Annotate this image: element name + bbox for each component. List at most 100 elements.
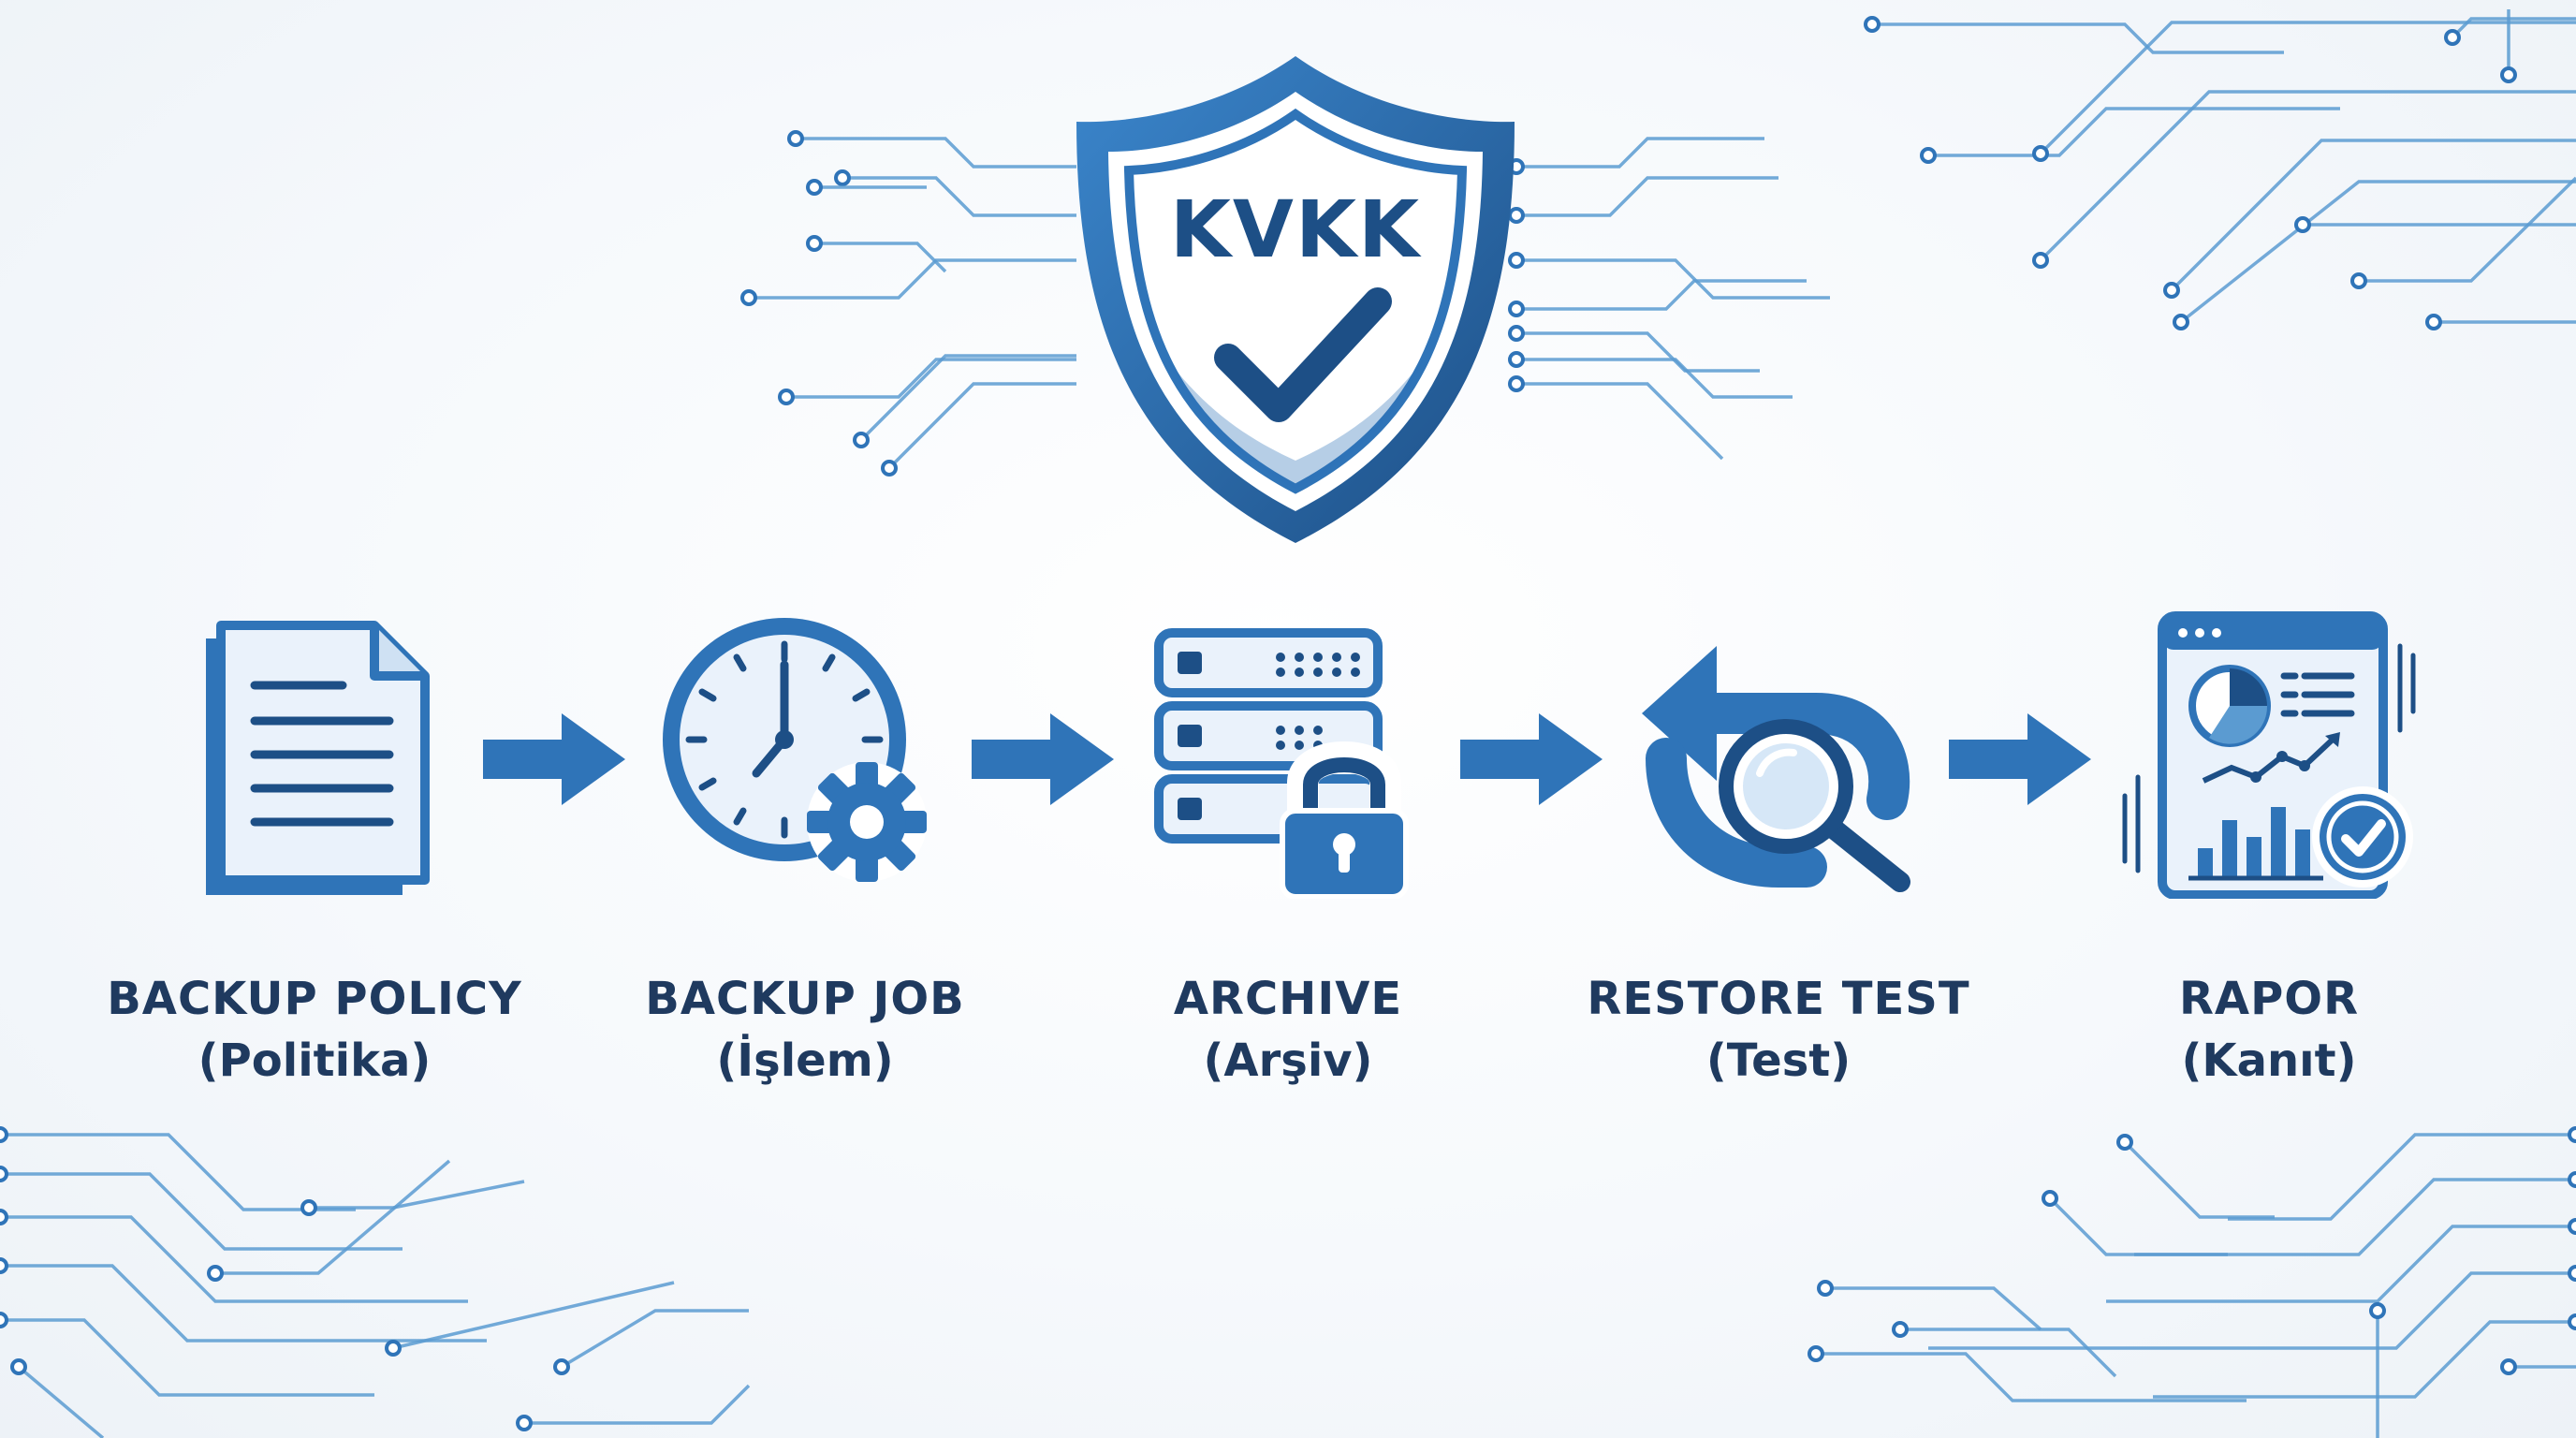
circuit-trace <box>392 1281 675 1350</box>
step-title: BACKUP JOB <box>645 973 965 1025</box>
circuit-node <box>2425 314 2442 330</box>
step-title: ARCHIVE <box>1173 973 1403 1025</box>
circuit-node <box>2568 1126 2576 1143</box>
circuit-node <box>2042 1190 2058 1207</box>
flow-arrow-icon <box>483 713 625 805</box>
circuit-trace <box>1928 1271 2576 1350</box>
circuit-node <box>778 389 795 405</box>
circuit-trace <box>0 1172 402 1251</box>
step-subtitle: (İşlem) <box>716 1034 894 1087</box>
circuit-node <box>2568 1265 2576 1282</box>
step-title: BACKUP POLICY <box>107 973 522 1025</box>
circuit-trace <box>524 1384 751 1425</box>
circuit-trace <box>561 1309 749 1369</box>
circuit-trace <box>1900 1328 2117 1378</box>
circuit-trace <box>2106 1225 2576 1303</box>
circuit-node <box>1508 375 1525 392</box>
circuit-trace <box>0 1215 468 1303</box>
circuit-trace <box>215 1159 451 1275</box>
circuit-trace <box>749 258 1076 300</box>
circuit-trace <box>1928 107 2340 157</box>
circuit-trace <box>2134 1178 2576 1256</box>
circuit-node <box>2500 66 2517 83</box>
circuit-node <box>516 1415 533 1431</box>
circuit-node <box>806 179 823 196</box>
step-label-policy: BACKUP POLICY (Politika) <box>71 968 558 1092</box>
circuit-trace <box>1516 331 1760 373</box>
badge-title: KVKK <box>1169 183 1422 275</box>
circuit-trace <box>2153 1320 2576 1399</box>
step-label-report: RAPOR (Kanıt) <box>2026 968 2512 1092</box>
circuit-node <box>0 1257 8 1274</box>
circuit-trace <box>1516 358 1793 399</box>
circuit-node <box>0 1312 8 1328</box>
circuit-trace <box>786 358 1076 399</box>
circuit-node <box>806 235 823 252</box>
circuit-node <box>300 1199 317 1216</box>
circuit-trace <box>2228 1133 2576 1221</box>
circuit-node <box>2032 145 2049 162</box>
circuit-node <box>1508 351 1525 368</box>
circuit-node <box>207 1265 224 1282</box>
circuit-node <box>1508 325 1525 342</box>
circuit-node <box>2369 1302 2386 1319</box>
circuit-node <box>1808 1345 1824 1362</box>
circuit-node <box>385 1340 402 1357</box>
circuit-trace <box>887 382 1076 470</box>
step-subtitle: (Test) <box>1705 1034 1852 1087</box>
circuit-node <box>2032 252 2049 269</box>
flow-arrow-icon <box>1949 713 2091 805</box>
circuit-node <box>2294 216 2311 233</box>
circuit-trace <box>1825 1286 2042 1331</box>
circuit-node <box>2163 282 2180 299</box>
circuit-trace <box>1516 279 1807 311</box>
circuit-trace <box>2039 21 2576 155</box>
circuit-node <box>2500 1358 2517 1375</box>
circuit-node <box>2568 1171 2576 1188</box>
circuit-trace <box>2451 17 2576 39</box>
circuit-node <box>1817 1280 1834 1297</box>
circuit-node <box>740 289 757 306</box>
circuit-node <box>2116 1134 2133 1151</box>
step-subtitle: (Arşiv) <box>1203 1034 1373 1087</box>
circuit-node <box>1864 16 1881 33</box>
circuit-node <box>0 1166 8 1182</box>
restore-search-icon <box>1642 646 1910 892</box>
circuit-node <box>2173 314 2189 330</box>
circuit-trace <box>1516 137 1764 169</box>
circuit-node <box>853 432 870 448</box>
step-subtitle: (Politika) <box>198 1034 432 1087</box>
circuit-trace <box>1516 382 1724 461</box>
circuit-trace <box>0 1133 356 1211</box>
circuit-trace <box>842 176 1076 217</box>
circuit-node <box>1508 252 1525 269</box>
circuit-trace <box>17 1365 105 1438</box>
circuit-node <box>2350 272 2367 289</box>
clock-gear-icon <box>663 618 927 882</box>
circuit-trace <box>859 354 1076 442</box>
step-title: RAPOR <box>2178 973 2360 1025</box>
circuit-trace <box>1872 22 2284 54</box>
circuit-node <box>1920 147 1937 164</box>
circuit-trace <box>1516 258 1830 300</box>
circuit-trace <box>1516 176 1778 217</box>
circuit-node <box>2568 1313 2576 1330</box>
circuit-node <box>553 1358 570 1375</box>
circuit-trace <box>1816 1352 2247 1402</box>
step-label-job: BACKUP JOB (İşlem) <box>562 968 1048 1092</box>
circuit-node <box>1508 301 1525 317</box>
circuit-node <box>787 130 804 147</box>
step-label-restore: RESTORE TEST (Test) <box>1535 968 2022 1092</box>
shield-icon <box>1076 56 1515 543</box>
circuit-node <box>834 169 851 186</box>
circuit-node <box>2568 1218 2576 1235</box>
document-icon <box>206 621 430 895</box>
circuit-node <box>1892 1321 1909 1338</box>
circuit-trace <box>0 1264 487 1343</box>
circuit-trace <box>2359 176 2576 283</box>
circuit-trace <box>814 242 947 273</box>
circuit-trace <box>2179 180 2576 324</box>
circuit-node <box>10 1358 27 1375</box>
server-lock-icon <box>1154 628 1409 899</box>
